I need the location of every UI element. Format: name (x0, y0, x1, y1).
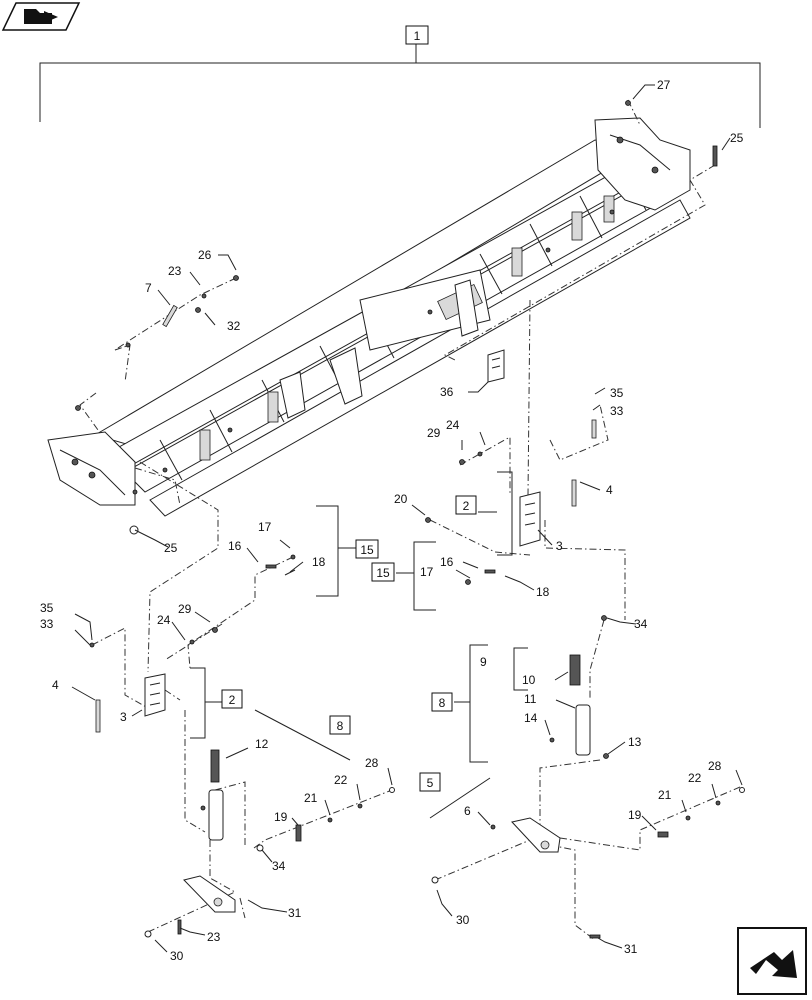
svg-text:8: 8 (439, 696, 446, 710)
callout-30-right: 30 (456, 913, 470, 927)
callout-23-top: 23 (168, 264, 182, 278)
boxed-label-1: 1 (405, 25, 429, 45)
callout-11: 11 (524, 692, 537, 706)
callout-19-left: 19 (274, 810, 288, 824)
callout-18-left: 18 (312, 555, 326, 569)
svg-text:15: 15 (360, 543, 374, 557)
boxed-label-8-left: 8 (329, 715, 351, 735)
callout-29-left: 29 (178, 602, 192, 616)
callout-6: 6 (464, 804, 471, 818)
boxed-label-5: 5 (419, 772, 441, 792)
callout-29-right: 29 (427, 426, 441, 440)
bracket-lines (190, 471, 528, 819)
callout-25-top: 25 (730, 131, 744, 145)
callout-21-right: 21 (658, 788, 672, 802)
callout-20: 20 (394, 492, 408, 506)
svg-text:8: 8 (337, 719, 344, 733)
assembly-bracket (39, 43, 761, 128)
callout-36: 36 (440, 385, 454, 399)
boxed-label-2-left: 2 (221, 689, 243, 709)
callout-numbers: 27 25 26 23 7 32 36 35 33 29 24 4 20 3 1… (40, 78, 744, 963)
callout-19-right: 19 (628, 808, 642, 822)
callout-17-right: 17 (420, 565, 434, 579)
callout-26: 26 (198, 248, 212, 262)
callout-9: 9 (480, 655, 487, 669)
book-nav-icon[interactable] (1, 2, 81, 31)
boxed-label-15-left: 15 (355, 539, 379, 559)
callout-17-left: 17 (258, 520, 272, 534)
svg-text:15: 15 (376, 566, 390, 580)
callout-3-right: 3 (556, 539, 563, 553)
callout-32: 32 (227, 319, 241, 333)
callout-24-left: 24 (157, 613, 171, 627)
callout-4-left: 4 (52, 678, 59, 692)
callout-16-right: 16 (440, 555, 454, 569)
boxed-label-2-right: 2 (455, 495, 477, 515)
next-page-arrow-icon[interactable] (737, 927, 807, 995)
callout-3-left: 3 (120, 710, 127, 724)
callout-7: 7 (145, 281, 152, 295)
header-frame (47, 117, 691, 517)
callout-21-left: 21 (304, 791, 318, 805)
callout-22-right: 22 (688, 771, 702, 785)
callout-13: 13 (628, 735, 642, 749)
svg-text:1: 1 (414, 29, 421, 43)
callout-24-right: 24 (446, 418, 460, 432)
callout-23-bottom: 23 (207, 930, 221, 944)
callout-4-right: 4 (606, 483, 613, 497)
callout-16-left: 16 (228, 539, 242, 553)
callout-35-left: 35 (40, 601, 54, 615)
callout-27: 27 (657, 78, 671, 92)
svg-text:5: 5 (427, 776, 434, 790)
svg-text:2: 2 (463, 499, 470, 513)
callout-14: 14 (524, 711, 538, 725)
callout-33-left: 33 (40, 617, 54, 631)
callout-22-left: 22 (334, 773, 348, 787)
callout-34-right: 34 (634, 617, 648, 631)
callout-33-right: 33 (610, 404, 624, 418)
callout-34-left: 34 (272, 859, 286, 873)
callout-31-left: 31 (288, 906, 302, 920)
callout-28-left: 28 (365, 756, 379, 770)
boxed-label-15-right: 15 (371, 562, 395, 582)
callout-10: 10 (522, 673, 536, 687)
callout-leaders (71, 84, 743, 953)
boxed-label-8-right: 8 (431, 692, 453, 712)
callout-18-right: 18 (536, 585, 550, 599)
callout-25-bottom: 25 (164, 541, 178, 555)
svg-text:2: 2 (229, 693, 236, 707)
callout-31-right: 31 (624, 942, 638, 956)
callout-35-right: 35 (610, 386, 624, 400)
callout-28-right: 28 (708, 759, 722, 773)
hardware-parts (75, 100, 745, 939)
callout-12: 12 (255, 737, 269, 751)
callout-30-left: 30 (170, 949, 184, 963)
